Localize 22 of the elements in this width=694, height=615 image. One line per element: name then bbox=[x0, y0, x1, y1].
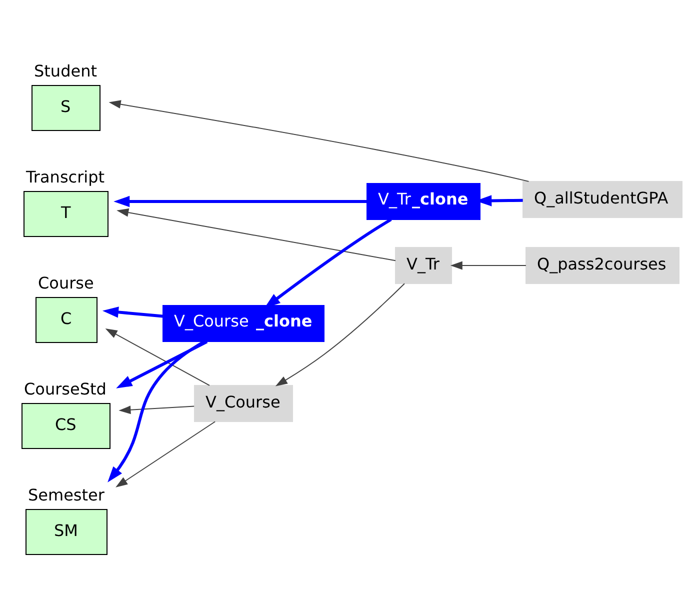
arrow bbox=[105, 328, 210, 386]
arrow bbox=[116, 340, 208, 388]
arrow bbox=[118, 406, 195, 414]
node-box: V_Tr_clone bbox=[366, 183, 480, 220]
node-box: Q_allStudentGPA bbox=[522, 181, 682, 218]
node-label: Transcript bbox=[26, 167, 105, 186]
node-label: CourseStd bbox=[24, 379, 106, 398]
node-box: Q_pass2courses bbox=[526, 247, 680, 284]
node-box: V_Course _clone bbox=[162, 305, 324, 342]
arrow bbox=[116, 421, 216, 488]
node-box: V_Course bbox=[194, 385, 293, 422]
node-label: Course bbox=[38, 273, 94, 292]
arrow bbox=[275, 283, 405, 386]
arrow bbox=[102, 306, 164, 318]
node-box: V_Tr bbox=[395, 247, 452, 284]
node-label: Semester bbox=[28, 485, 104, 504]
arrow bbox=[114, 196, 367, 208]
arrow bbox=[450, 261, 526, 270]
node-label: Student bbox=[34, 61, 97, 80]
arrow bbox=[116, 208, 396, 262]
arrow bbox=[108, 100, 530, 182]
arrow bbox=[108, 340, 206, 482]
